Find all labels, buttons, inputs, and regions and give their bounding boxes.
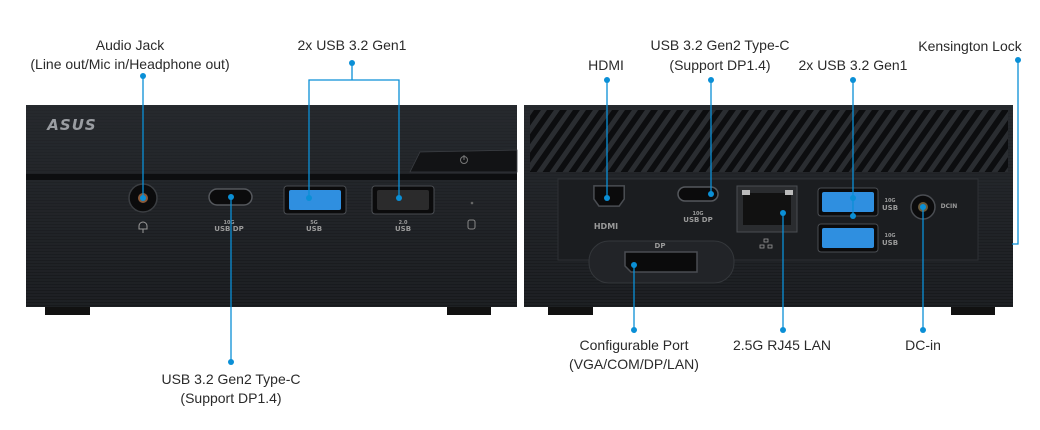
usb-label: USB (882, 204, 898, 212)
usb-label: USB (306, 225, 322, 233)
back-usb-c-label: USB 3.2 Gen2 Type-C (650, 37, 789, 53)
foot (951, 305, 995, 315)
configurable-port-sublabel: (VGA/COM/DP/LAN) (569, 356, 699, 372)
back-usb-c-sublabel: (Support DP1.4) (669, 57, 770, 73)
network-icon (759, 238, 773, 249)
front-usb-c-label: USB 3.2 Gen2 Type-C (161, 371, 300, 387)
back-panel: HDMI 10G USB DP 10G USB 10G USB DCIN DP (524, 105, 1013, 315)
hdmi-label: HDMI (594, 222, 618, 231)
front-usb-c-sublabel: (Support DP1.4) (180, 390, 281, 406)
configurable-port-label: Configurable Port (580, 337, 689, 353)
audio-jack-sublabel: (Line out/Mic in/Headphone out) (30, 56, 229, 72)
front-panel: ASUS 10G USB DP 5G USB 2.0 USB (26, 105, 518, 315)
foot (548, 305, 593, 315)
vent-grille (530, 110, 1008, 172)
hdmi-callout-label: HDMI (588, 57, 624, 73)
power-icon (460, 155, 468, 164)
dcin-label: DCIN (941, 203, 958, 210)
port-speed-label: 5G (310, 220, 318, 226)
headset-icon (138, 221, 148, 233)
svg-text:ASUS: ASUS (46, 116, 96, 134)
front-callouts: Audio Jack (Line out/Mic in/Headphone ou… (30, 37, 406, 406)
back-callouts: HDMI USB 3.2 Gen2 Type-C (Support DP1.4)… (569, 37, 1023, 372)
port-speed-label: 10G (884, 198, 895, 204)
usb-label: USB (395, 225, 411, 233)
usb-c-port (677, 186, 719, 202)
usb-dp-label: USB DP (214, 225, 243, 233)
lan-label: 2.5G RJ45 LAN (733, 337, 831, 353)
storage-icon (467, 219, 476, 230)
asus-logo: ASUS (46, 116, 96, 134)
usb-dp-label: USB DP (683, 216, 712, 224)
port-speed-label: 10G (692, 211, 703, 217)
foot (45, 305, 90, 315)
power-button[interactable] (409, 149, 518, 173)
dc-in-label: DC-in (905, 337, 941, 353)
kensington-lock-label: Kensington Lock (918, 38, 1023, 54)
port-speed-label: 2.0 (399, 220, 408, 226)
back-usb-gen1-label: 2x USB 3.2 Gen1 (799, 57, 908, 73)
usb-label: USB (882, 239, 898, 247)
port-speed-label: 10G (884, 233, 895, 239)
audio-jack-label: Audio Jack (96, 37, 165, 53)
led-indicator (470, 201, 474, 205)
dp-label: DP (655, 242, 666, 250)
port-speed-label: 10G (223, 220, 234, 226)
displayport-port (624, 251, 698, 273)
foot (447, 305, 491, 315)
front-usb-gen1-label: 2x USB 3.2 Gen1 (298, 37, 407, 53)
